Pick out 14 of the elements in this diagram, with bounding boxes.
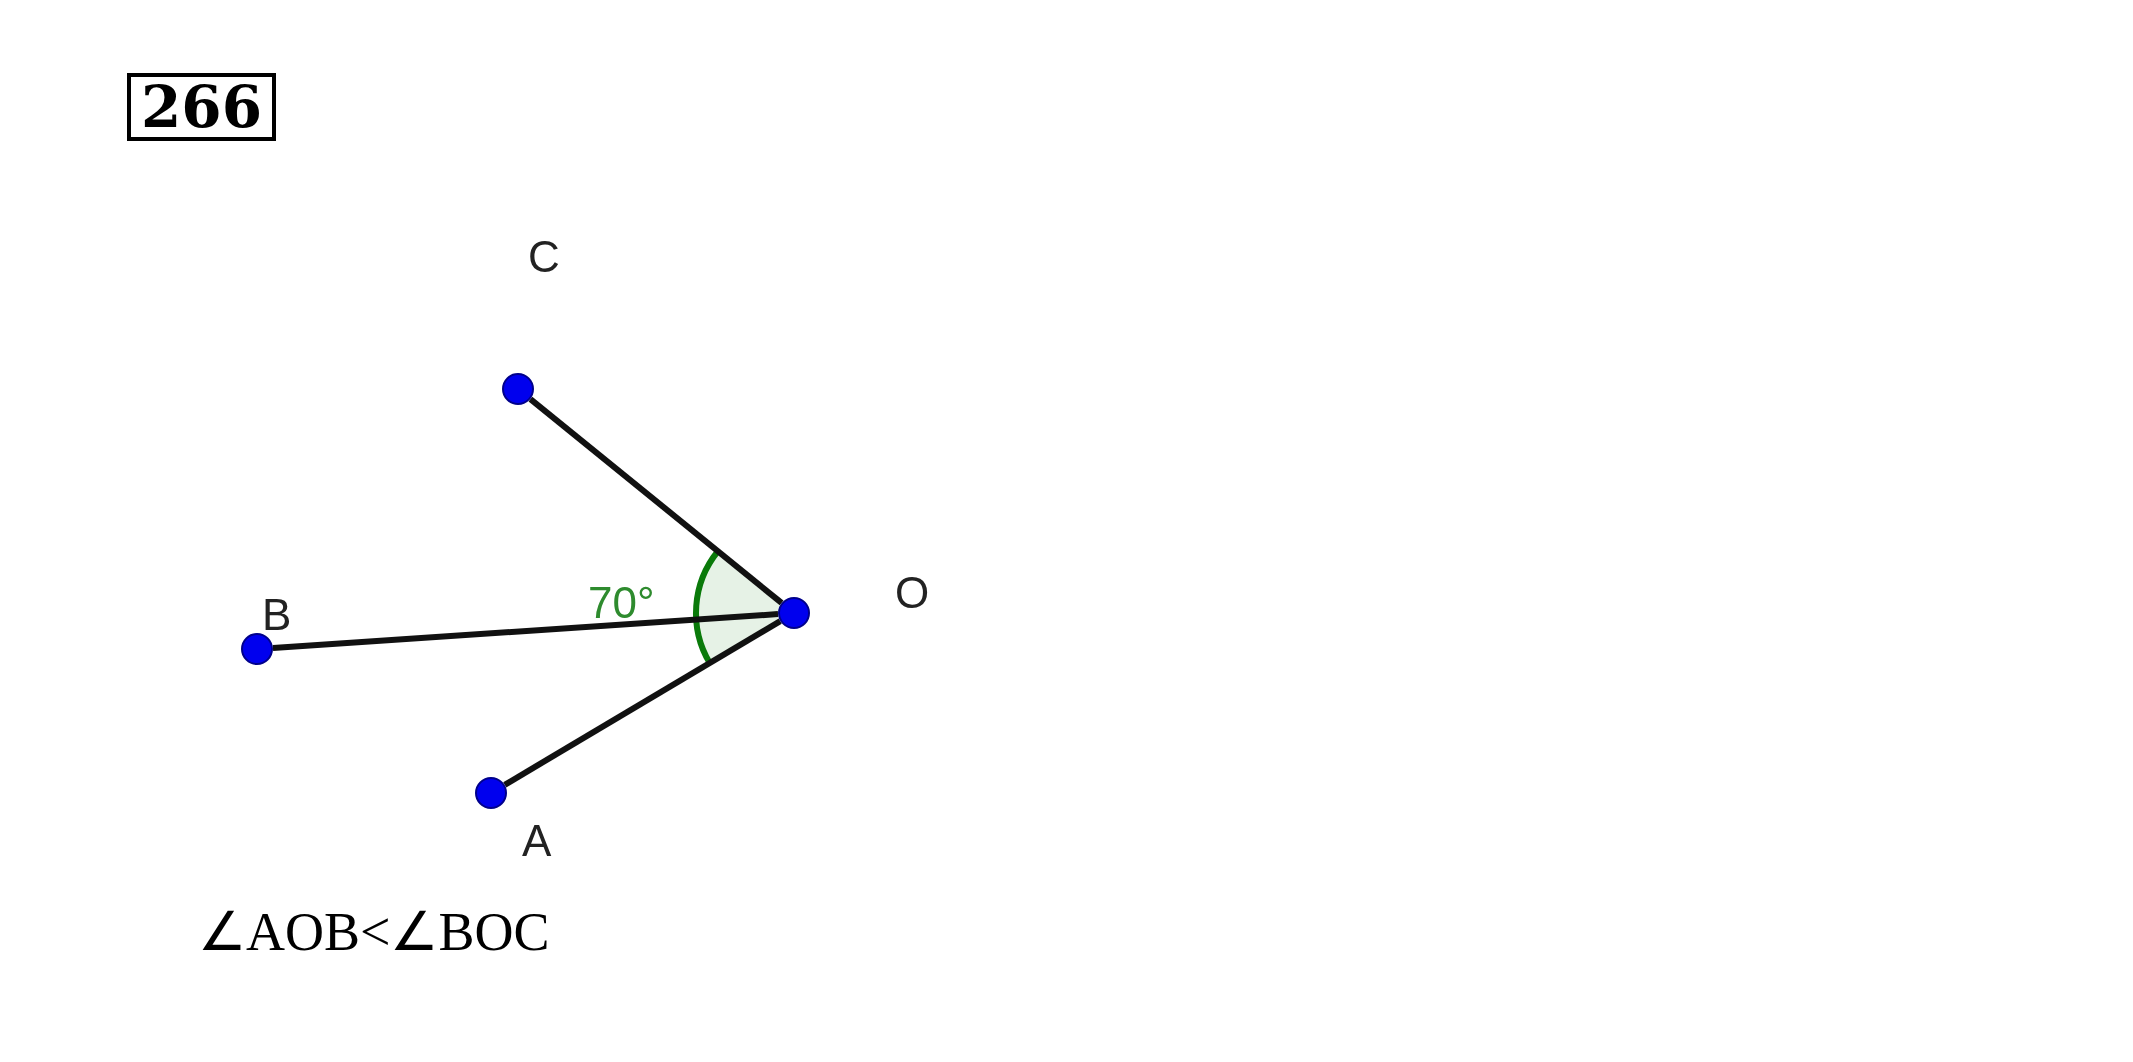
line-segment xyxy=(528,396,784,606)
point-label: B xyxy=(262,590,292,640)
point-label: C xyxy=(528,232,560,282)
problem-number: 266 xyxy=(127,73,277,141)
point-dot xyxy=(475,777,507,809)
point-dot xyxy=(241,633,273,665)
point-label: O xyxy=(895,568,930,618)
point-label: A xyxy=(522,816,552,866)
point-dot xyxy=(502,373,534,405)
point-dot xyxy=(778,597,810,629)
line-segment xyxy=(272,611,779,651)
angle-comparison-text: ∠AOB<∠BOC xyxy=(198,901,550,963)
angle-label: 70° xyxy=(588,578,655,628)
line-segment xyxy=(503,618,782,788)
